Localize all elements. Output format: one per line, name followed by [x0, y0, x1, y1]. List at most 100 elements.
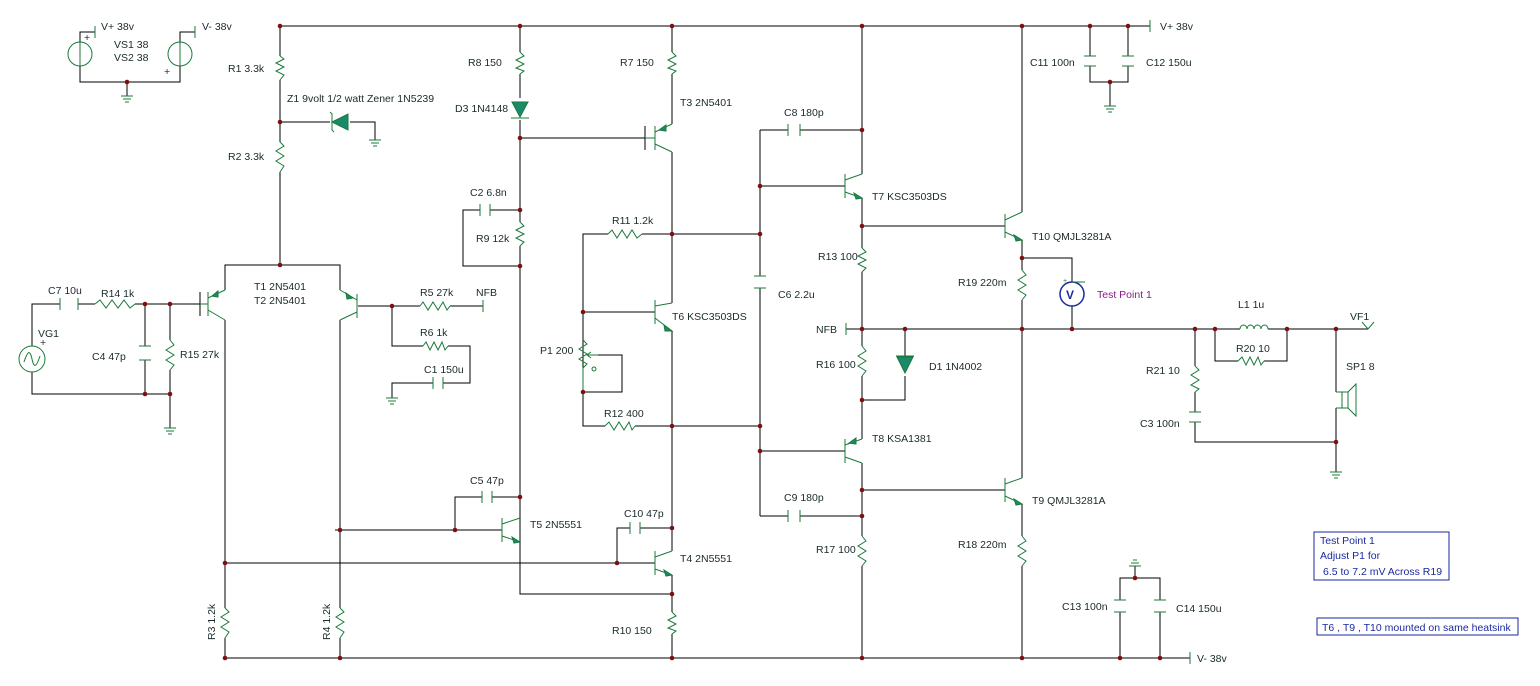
vs2-label: VS2 38: [114, 52, 149, 64]
t6-label: T6 KSC3503DS: [672, 311, 747, 323]
r13-resistor: [856, 247, 868, 273]
r9-resistor: [514, 221, 526, 247]
r5-label: R5 27k: [420, 287, 454, 299]
p1-potentiometer: [578, 339, 598, 392]
sp1-label: SP1 8: [1346, 361, 1375, 373]
z1-zener-diode: [329, 111, 349, 133]
r20-resistor: [1237, 355, 1265, 367]
t9-transistor: [1004, 477, 1024, 506]
t6-transistor: [654, 300, 674, 332]
vplus-right-label: V+ 38v: [1160, 21, 1194, 33]
l1-label: L1 1u: [1238, 299, 1264, 311]
t1-label: T1 2N5401: [254, 281, 306, 293]
r15-label: R15 27k: [180, 349, 220, 361]
r20-label: R20 10: [1236, 343, 1270, 355]
c5-capacitor: [481, 491, 493, 503]
c2-capacitor: [479, 204, 491, 216]
r14-label: R14 1k: [101, 288, 135, 300]
c12-capacitor: [1122, 55, 1134, 67]
c7-capacitor: [59, 298, 79, 310]
c8-label: C8 180p: [784, 107, 824, 119]
terminal-symbols: [94, 20, 1191, 664]
r2-label: R2 3.3k: [228, 151, 265, 163]
c3-capacitor: [1189, 411, 1201, 423]
c11-capacitor: [1084, 55, 1096, 67]
r2-resistor: [275, 141, 285, 173]
r12-resistor: [604, 420, 636, 432]
c9-label: C9 180p: [784, 492, 824, 504]
r17-resistor: [857, 535, 867, 567]
r4-resistor: [335, 607, 345, 639]
vg1-signal-source: +: [18, 337, 46, 373]
z1-label: Z1 9volt 1/2 watt Zener 1N5239: [287, 93, 434, 105]
l1-inductor: [1239, 324, 1269, 330]
r19-label: R19 220m: [958, 277, 1007, 289]
d1-label: D1 1N4002: [929, 361, 982, 373]
r21-label: R21 10: [1146, 365, 1180, 377]
t10-transistor: [1004, 211, 1024, 242]
svg-text:T6 , T9 , T10 mounted on same: T6 , T9 , T10 mounted on same heatsink: [1322, 622, 1511, 634]
d1-diode: [896, 355, 914, 375]
c10-label: C10 47p: [624, 508, 664, 520]
wiring: [31, 25, 1368, 659]
r1-resistor: [274, 55, 286, 81]
c4-label: C4 47p: [92, 351, 126, 363]
vplus-label: V+ 38v: [101, 21, 135, 33]
r16-label: R16 100: [816, 359, 856, 371]
t8-transistor: [844, 437, 863, 464]
c4-capacitor: [139, 345, 151, 361]
c10-capacitor: [629, 522, 641, 534]
c14-label: C14 150u: [1176, 603, 1222, 615]
t2-label: T2 2N5401: [254, 295, 306, 307]
t8-label: T8 KSA1381: [872, 433, 932, 445]
r18-resistor: [1017, 535, 1027, 567]
components: + + +: [18, 20, 1375, 664]
svg-text:Test Point 1: Test Point 1: [1320, 535, 1375, 547]
r11-label: R11 1.2k: [612, 215, 654, 227]
r11-resistor: [607, 229, 643, 239]
nfb-left-label: NFB: [476, 287, 497, 299]
sp1-speaker: [1336, 382, 1357, 418]
note-box-adjustment: Test Point 1 Adjust P1 for 6.5 to 7.2 mV…: [1313, 531, 1450, 581]
r21-resistor: [1189, 365, 1200, 393]
c14-capacitor: [1154, 599, 1166, 613]
t9-label: T9 QMJL3281A: [1032, 495, 1106, 507]
t1-transistor: [200, 289, 226, 321]
nfb-right-label: NFB: [816, 324, 837, 336]
svg-text:6.5 to 7.2 mV Across R19: 6.5 to 7.2 mV Across R19: [1323, 566, 1442, 578]
r10-resistor: [666, 611, 678, 635]
r8-resistor: [514, 51, 526, 75]
r17-label: R17 100: [816, 544, 856, 556]
t2-transistor: [339, 289, 358, 321]
vs1-label: VS1 38: [114, 39, 149, 51]
r15-resistor: [165, 339, 175, 371]
t4-label: T4 2N5551: [680, 553, 732, 565]
r12-label: R12 400: [604, 408, 644, 420]
t5-transistor: [501, 517, 522, 544]
c6-capacitor: [754, 275, 766, 289]
r7-label: R7 150: [620, 57, 654, 69]
c8-capacitor: [787, 124, 801, 136]
c1-capacitor: [432, 377, 444, 389]
r13-label: R13 100: [818, 251, 858, 263]
t3-transistor: [645, 123, 673, 153]
vs1-source: +: [67, 32, 93, 67]
vf1-probe: [1361, 321, 1375, 330]
r14-resistor: [94, 299, 136, 309]
vg1-label: VG1: [38, 328, 59, 340]
r8-label: R8 150: [468, 57, 502, 69]
c5-label: C5 47p: [470, 475, 504, 487]
p1-label: P1 200: [540, 345, 573, 357]
svg-text:+: +: [40, 337, 46, 349]
c13-capacitor: [1114, 599, 1126, 613]
vminus-label: V- 38v: [202, 21, 233, 33]
vminus-right-label: V- 38v: [1197, 653, 1228, 665]
c11-label: C11 100n: [1030, 57, 1075, 69]
component-labels: V+ 38v V- 38v VS1 38 VS2 38 V+ 38v V- 38…: [38, 21, 1375, 665]
c3-label: C3 100n: [1140, 418, 1180, 430]
ground-symbols: [121, 95, 1342, 567]
c6-label: C6 2.2u: [778, 289, 815, 301]
t7-transistor: [844, 173, 864, 200]
vf1-label: VF1: [1350, 311, 1369, 323]
